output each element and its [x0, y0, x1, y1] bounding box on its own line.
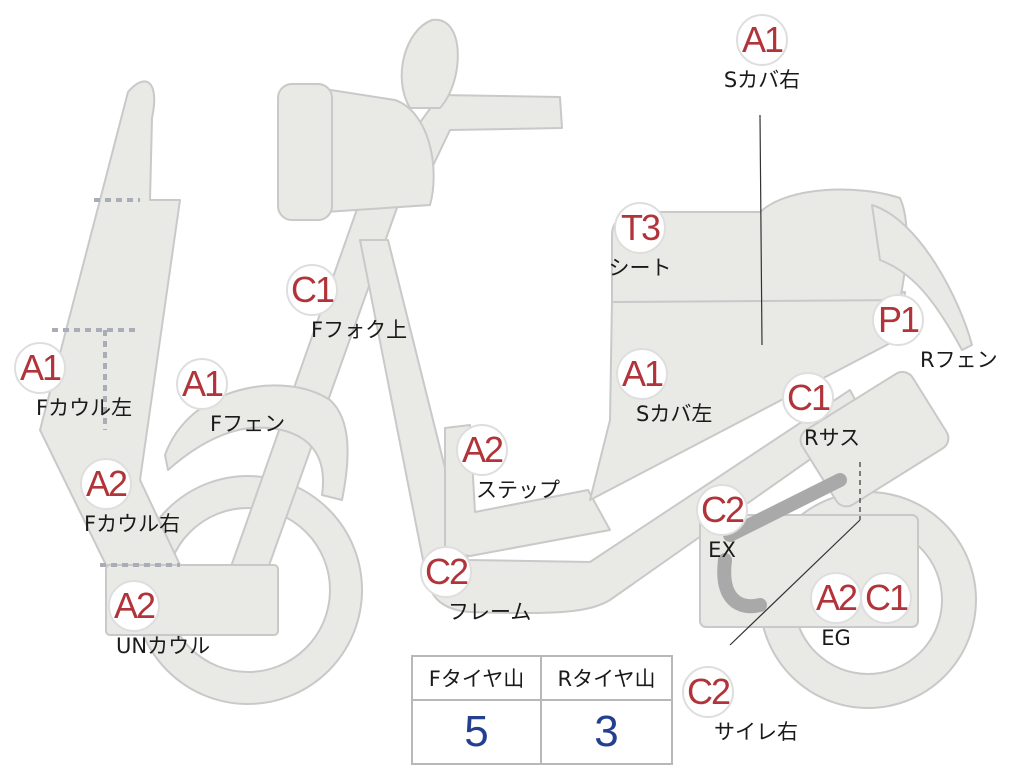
tag-p1-r-fender: P1 Rフェン: [862, 294, 998, 372]
part-label: ステップ: [476, 478, 560, 502]
tag-c2-frame: C2 フレーム: [410, 546, 531, 624]
damage-code: A1: [736, 14, 788, 66]
rear-tire-tread-value: 3: [594, 707, 619, 756]
part-label: Fカウル右: [84, 512, 181, 536]
part-label: Sカバ左: [636, 402, 713, 426]
rear-shock: [799, 370, 950, 508]
tag-c2-silencer-right: C2 サイレ右: [672, 666, 798, 744]
damage-code: T3: [614, 202, 666, 254]
handle-cover: [317, 87, 435, 213]
tag-a2-step: A2 ステップ: [446, 424, 560, 502]
exhaust-pipe: [717, 473, 847, 614]
damage-code: C2: [420, 546, 472, 598]
damage-code: A2: [810, 572, 862, 624]
tag-a1-s-cover-right: A1 Sカバ右: [724, 14, 800, 92]
front-fender: [164, 384, 349, 501]
part-label: EX: [708, 538, 736, 562]
damage-code: A1: [176, 358, 228, 410]
damage-code: C1: [782, 372, 834, 424]
part-label: Sカバ右: [723, 68, 801, 92]
damage-code: A1: [14, 342, 66, 394]
tag-c1-r-suspension: C1 Rサス: [772, 372, 860, 450]
tag-a1-f-cowl-left: A1 Fカウル左: [4, 342, 132, 420]
rear-fender: [871, 204, 973, 351]
part-label: シート: [608, 256, 672, 280]
part-label: フレーム: [448, 600, 532, 624]
headlight: [277, 83, 333, 221]
part-label: UNカウル: [116, 634, 211, 658]
tag-a1-s-cover-left: A1 Sカバ左: [606, 348, 712, 426]
damage-code: A1: [616, 348, 668, 400]
part-label: EG: [821, 626, 851, 650]
front-tire-tread-value: 5: [413, 701, 542, 763]
damage-code: C2: [696, 484, 748, 536]
part-label: Rサス: [804, 426, 861, 450]
mirror: [400, 18, 459, 109]
part-label: Rフェン: [920, 348, 998, 372]
part-label: Fフェン: [210, 412, 286, 436]
tag-c1-engine: C1: [850, 572, 922, 626]
tag-a1-f-fender: A1 Fフェン: [166, 358, 285, 436]
tag-c1-f-fork-upper: C1 Fフォク上: [276, 264, 407, 342]
tire-tread-table: Fタイヤ山 Rタイヤ山 5 3: [411, 655, 673, 765]
damage-code: C1: [286, 264, 338, 316]
damage-code: A2: [80, 458, 132, 510]
tag-t3-seat: T3 シート: [604, 202, 676, 280]
rear-tire-tread-header: Rタイヤ山: [542, 657, 671, 701]
tag-a2-f-cowl-right: A2 Fカウル右: [70, 458, 180, 536]
damage-code: A2: [456, 424, 508, 476]
damage-code: C2: [682, 666, 734, 718]
damage-code: C1: [860, 572, 912, 624]
leader-line-s-cover-right: [759, 114, 763, 346]
part-label: サイレ右: [714, 720, 798, 744]
part-label: Fフォク上: [311, 318, 408, 342]
tag-a2-engine: A2 EG: [800, 572, 872, 650]
leader-line-silencer: [729, 519, 861, 646]
tag-c2-exhaust: C2 EX: [686, 484, 758, 562]
front-tire-tread-header: Fタイヤ山: [413, 657, 542, 701]
damage-code: P1: [872, 294, 924, 346]
damage-code: A2: [108, 580, 160, 632]
part-label: Fカウル左: [36, 396, 133, 420]
tag-a2-under-cowl: A2 UNカウル: [98, 580, 210, 658]
